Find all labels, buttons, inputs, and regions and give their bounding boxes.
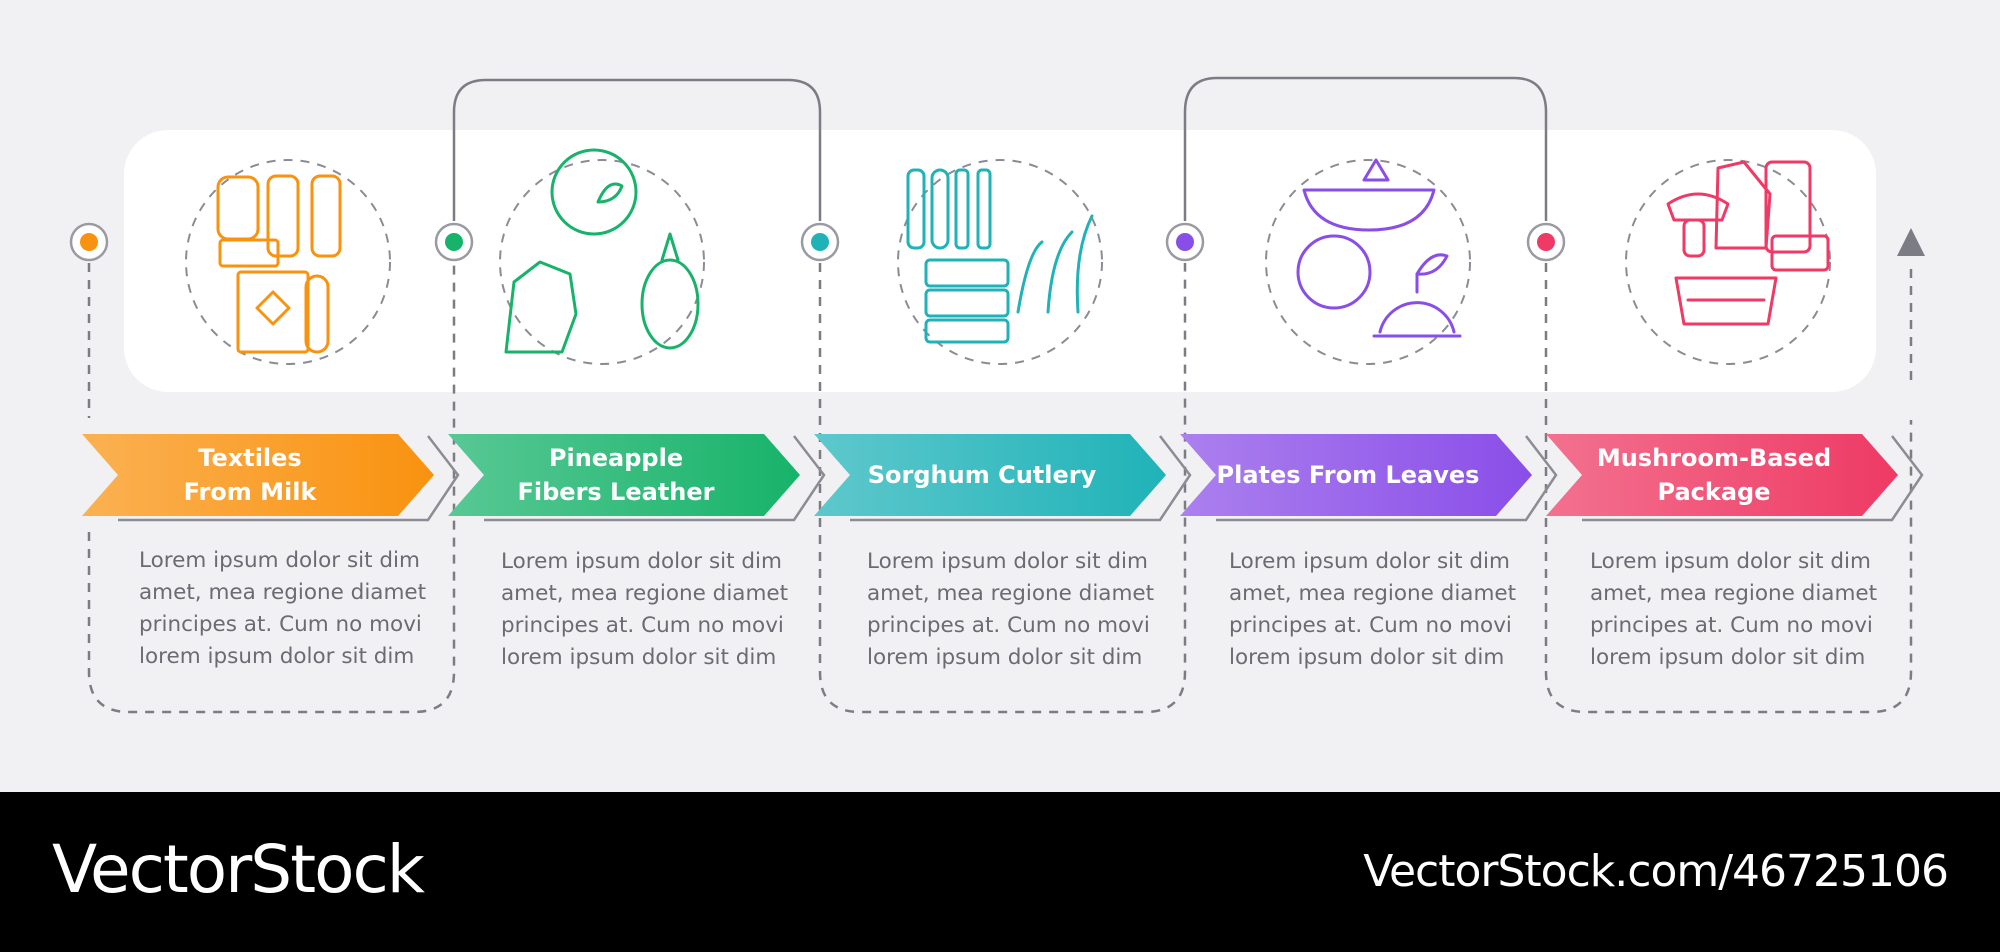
node-5-dot	[1537, 233, 1555, 251]
step-1-arrow-outline	[118, 435, 460, 522]
step-3-arrow-outline	[850, 435, 1192, 522]
step-4-title: Plates From Leaves	[1216, 461, 1480, 489]
arrows-layer	[82, 434, 1924, 522]
connector-bottom-loop-3	[1544, 263, 1913, 714]
source-url[interactable]: VectorStock.com/46725106	[1363, 846, 1949, 897]
connector-bottom-loop-1	[87, 263, 456, 714]
pineapple-leather-icon	[504, 148, 700, 354]
connector-loop-2	[1183, 76, 1548, 221]
icon-ring-4	[1265, 159, 1471, 365]
step-1-title: Textiles From Milk	[183, 444, 317, 506]
connector-loop-1	[452, 78, 822, 221]
step-4-arrow-outline	[1216, 435, 1558, 522]
step-5-arrow-outline	[1582, 435, 1924, 522]
icon-ring-5	[1625, 159, 1831, 365]
step-2-arrow-outline	[484, 435, 826, 522]
step-1-arrow	[82, 434, 434, 516]
step-4-arrow	[1180, 434, 1532, 516]
sorghum-cutlery-icon	[906, 168, 1094, 344]
brand-logo[interactable]: VectorStock	[52, 831, 425, 908]
step-2-arrow	[448, 434, 800, 516]
node-4-dot	[1176, 233, 1194, 251]
node-1-dot	[80, 233, 98, 251]
mushroom-package-icon	[1666, 160, 1830, 326]
nodes-layer	[69, 222, 1566, 262]
step-3-description: Lorem ipsum dolor sit dim amet, mea regi…	[867, 549, 1155, 670]
step-3-arrow	[814, 434, 1166, 516]
icon-ring-1	[185, 159, 391, 365]
leaf-plates-icon	[1296, 158, 1462, 338]
timeline-diagram	[69, 76, 1925, 714]
end-arrow-triangle	[1897, 228, 1925, 256]
icons-layer	[185, 148, 1831, 365]
footer-bar: VectorStock VectorStock.com/46725106	[0, 792, 2000, 952]
step-5-arrow	[1546, 434, 1898, 516]
textiles-from-milk-icon	[216, 174, 342, 354]
node-3-dot	[811, 233, 829, 251]
step-5-title: Mushroom-Based Package	[1596, 444, 1832, 506]
node-2-dot	[445, 233, 463, 251]
step-2-description: Lorem ipsum dolor sit dim amet, mea regi…	[501, 549, 789, 670]
connector-bottom-loop-2	[818, 263, 1187, 714]
connector-paths	[87, 76, 1925, 714]
step-3-title: Sorghum Cutlery	[867, 461, 1097, 489]
step-1-description: Lorem ipsum dolor sit dim amet, mea regi…	[139, 548, 427, 669]
step-4-description: Lorem ipsum dolor sit dim amet, mea regi…	[1229, 549, 1517, 670]
infographic-canvas: Textiles From Milk Pineapple Fibers Leat…	[69, 76, 1925, 714]
step-5-description: Lorem ipsum dolor sit dim amet, mea regi…	[1590, 549, 1878, 670]
icon-ring-2	[499, 159, 705, 365]
step-2-title: Pineapple Fibers Leather	[517, 444, 715, 506]
icon-ring-3	[897, 159, 1103, 365]
